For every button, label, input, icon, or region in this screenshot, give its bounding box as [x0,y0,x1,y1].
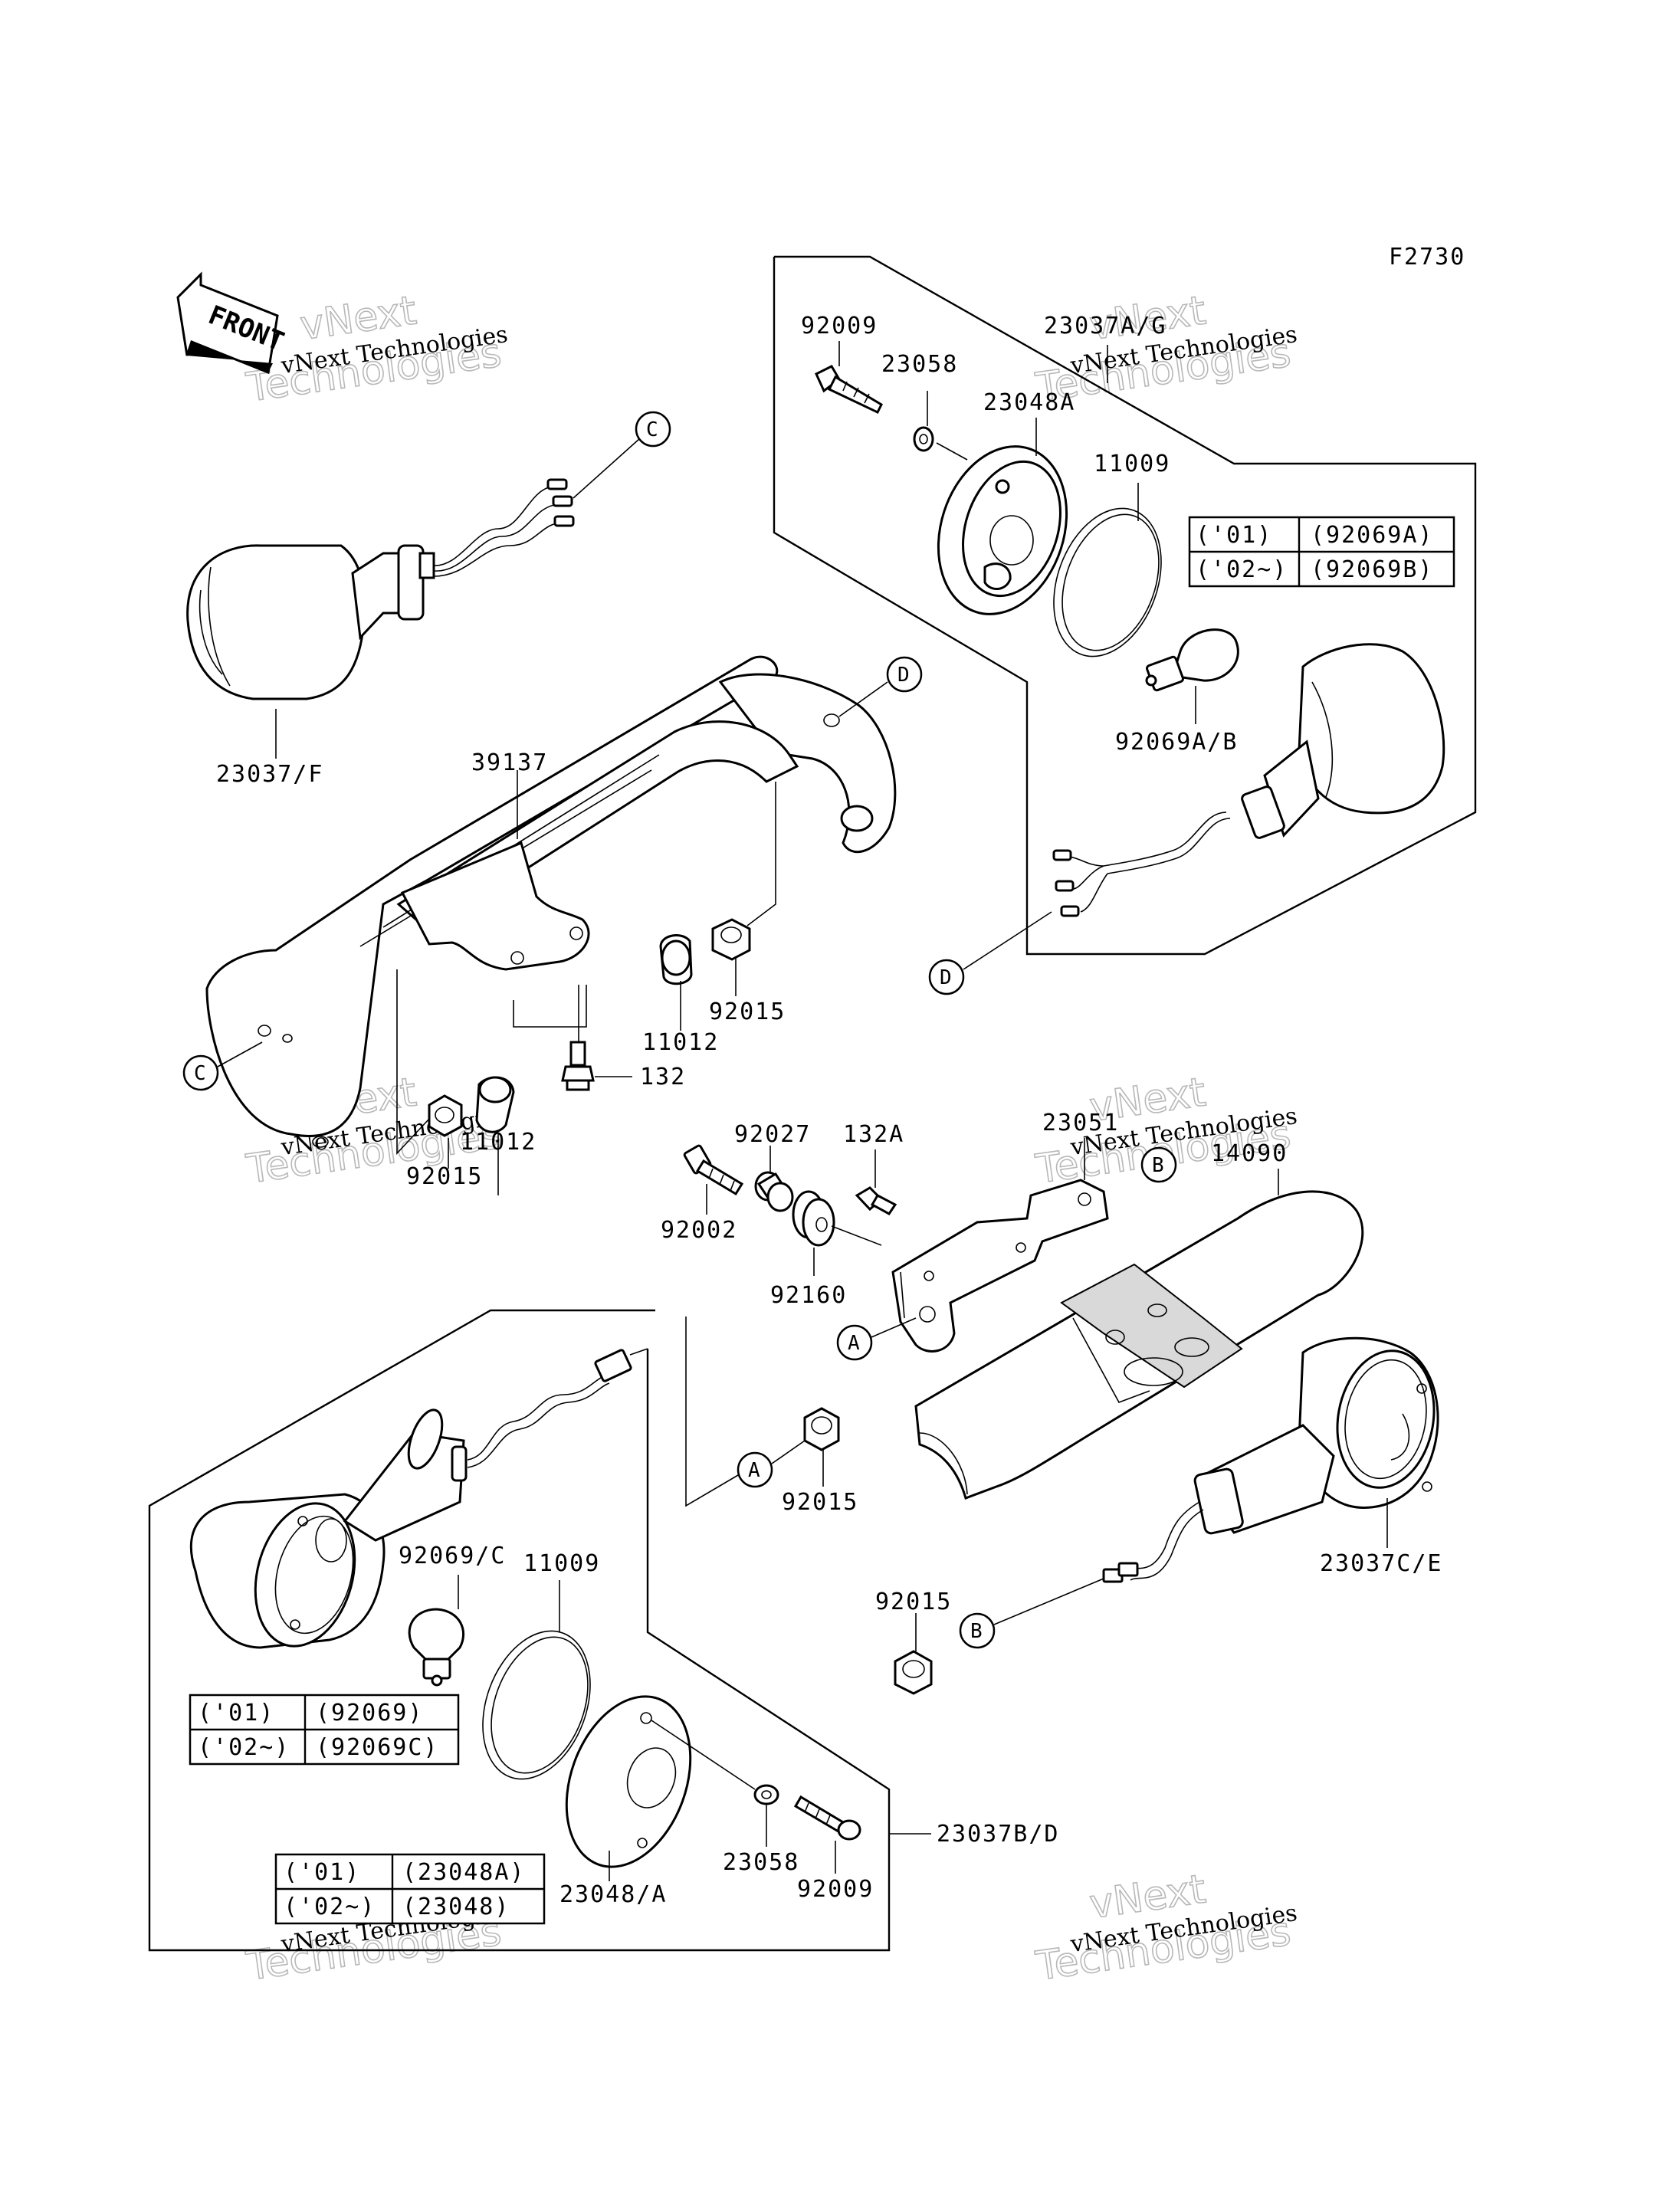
label-92002: 92002 [661,1217,737,1244]
label-23048A-bottom: 23048/A [559,1881,667,1908]
screw-92009-bottom [793,1795,861,1841]
bolt-92002 [683,1144,744,1196]
label-132: 132 [640,1064,686,1090]
label-92015-left: 92015 [406,1163,483,1190]
turn-signal-23037AG [1052,643,1445,917]
svg-text:(23048A): (23048A) [402,1859,526,1886]
svg-text:C: C [646,418,658,441]
svg-text:B: B [1152,1154,1164,1177]
figure-code: F2730 [1389,244,1465,271]
turn-signal-23037CE [1102,1336,1439,1583]
table-top-right: ('01) (92069A) ('02~) (92069B) [1188,516,1455,588]
nut-92015-lower [894,1650,933,1695]
label-92009-top: 92009 [801,313,878,339]
svg-text:('01): ('01) [198,1700,274,1726]
nut-92015-left [428,1094,463,1137]
ref-marker-d-bracket: D [838,656,923,717]
svg-text:('02~): ('02~) [1196,556,1288,583]
turn-signal-front-left [186,438,641,700]
collar-11012-mid [659,934,693,985]
svg-text:(92069C): (92069C) [316,1734,439,1761]
svg-text:(92069): (92069) [316,1700,423,1726]
label-92015-a: 92015 [782,1489,858,1516]
cover-14090 [914,1190,1364,1500]
svg-text:('02~): ('02~) [284,1894,376,1920]
label-11009-top: 11009 [1094,451,1170,477]
turn-signal-23037BD [190,1348,648,1649]
ref-marker-c-top: C [635,411,671,448]
svg-text:(92069B): (92069B) [1311,556,1434,583]
label-23037BD: 23037B/D [937,1821,1060,1848]
label-92069C: 92069/C [399,1543,506,1569]
bolt-132 [513,985,632,1091]
label-92015-b: 92015 [875,1589,952,1615]
lens-23048A-top [937,445,1068,615]
bulb-92069AB [1145,628,1239,692]
ref-marker-a-lower: A [685,1317,806,1507]
label-11012-mid: 11012 [642,1029,719,1056]
label-92015-mid: 92015 [709,998,786,1025]
svg-text:(92069A): (92069A) [1311,522,1434,549]
svg-text:C: C [194,1062,206,1085]
svg-text:A: A [848,1332,860,1355]
label-23037CE: 23037C/E [1320,1550,1443,1577]
label-23048A-top: 23048A [983,389,1075,416]
label-11009-bottom: 11009 [523,1550,600,1577]
label-23058-top: 23058 [881,351,958,378]
label-92069AB: 92069A/B [1115,729,1239,756]
ref-marker-d-right: D [928,911,1052,995]
svg-text:B: B [970,1620,983,1643]
label-23037F: 23037/F [216,761,323,788]
bulb-92069C [408,1608,464,1687]
group-frame-top-right [773,255,1477,956]
signal-bracket-39137 [205,655,897,1148]
ref-marker-c-left: C [182,1041,263,1091]
svg-text:D: D [897,664,910,687]
grommet-92160 [792,1190,835,1247]
gasket-11009-top [1053,507,1162,657]
watermark-bottom-right: vNext Technologies vNext Technologies [1032,1866,1299,1991]
bracket-23051 [891,1179,1109,1353]
svg-text:A: A [748,1459,760,1482]
ref-marker-b-upper: B [1140,1146,1177,1183]
svg-text:D: D [940,966,952,989]
table-bulb-bottom: ('01) (92069) ('02~) (92069C) [189,1694,460,1766]
label-23058-bottom: 23058 [723,1849,799,1876]
label-92009-bottom: 92009 [797,1876,874,1903]
bolt-132A [855,1186,897,1215]
ref-marker-a-mid: A [836,1317,917,1361]
label-39137: 39137 [471,749,548,776]
label-14090: 14090 [1211,1140,1288,1167]
washer-23058-bottom [753,1784,779,1805]
label-11012-left: 11012 [460,1129,536,1156]
screw-92009-top [815,365,883,414]
group-frame-bottom-left [148,1309,891,1952]
svg-text:('02~): ('02~) [198,1734,290,1761]
front-arrow-icon: FRONT [176,271,288,375]
label-23037AG: 23037A/G [1044,313,1167,339]
svg-text:('01): ('01) [284,1859,360,1886]
lens-23048A-bottom [565,1695,692,1868]
table-lens-bottom: ('01) (23048A) ('02~) (23048) [274,1853,546,1925]
svg-text:('01): ('01) [1196,522,1272,549]
label-23051: 23051 [1042,1110,1119,1136]
ref-marker-b-lower: B [959,1578,1104,1649]
label-92160: 92160 [770,1282,847,1309]
gasket-11009-bottom [482,1630,591,1780]
collar-11012-left [475,1076,515,1133]
collar-92027 [754,1171,794,1212]
label-92027: 92027 [734,1121,811,1148]
washer-23058-top [913,426,934,452]
label-132A: 132A [843,1121,904,1148]
nut-92015-a [803,1407,840,1451]
svg-text:(23048): (23048) [402,1894,510,1920]
nut-92015-mid [711,918,751,961]
